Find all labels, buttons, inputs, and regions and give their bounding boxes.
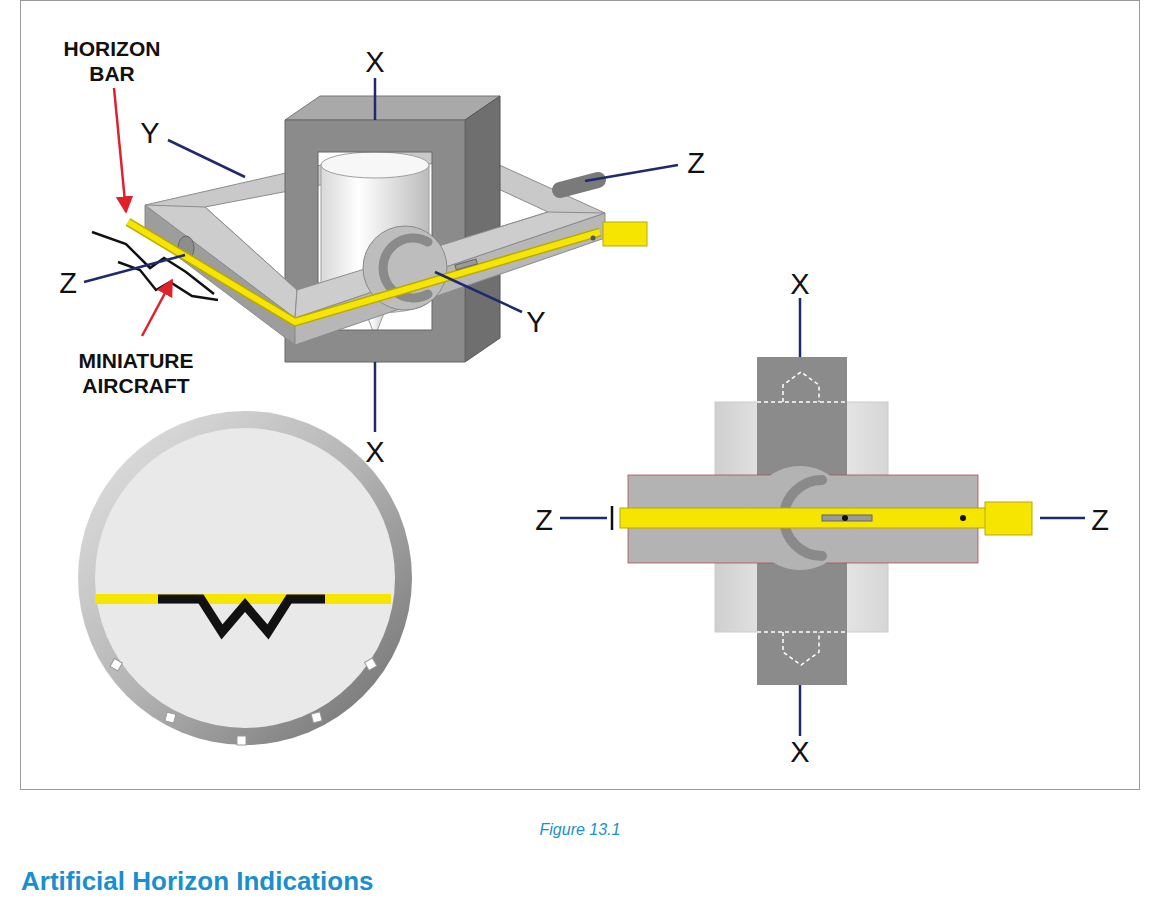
instrument-face — [110, 659, 122, 671]
outer-gimbal-front — [295, 212, 605, 318]
instrument-face — [311, 712, 322, 723]
horizon-bar — [128, 222, 647, 322]
section-heading: Artificial Horizon Indications — [21, 866, 373, 897]
axis-label: Y — [526, 305, 545, 339]
axis-leader-lines — [799, 685, 802, 736]
axis-label: Z — [1091, 503, 1109, 537]
instrument-face — [110, 658, 377, 745]
axis-leader-lines — [374, 78, 377, 120]
miniature-aircraft — [92, 232, 218, 300]
top-view-gimbal — [620, 508, 986, 528]
axis-label: X — [790, 735, 809, 769]
top-view-gimbal — [757, 631, 847, 633]
callout-arrows — [114, 88, 126, 212]
instrument-face — [365, 658, 377, 670]
callout-arrows — [142, 280, 172, 336]
top-view-gimbal — [757, 401, 847, 403]
axis-label: Z — [59, 266, 77, 300]
figure-frame — [21, 1, 1140, 790]
axis-leader-lines — [1040, 517, 1085, 520]
axis-leader-lines — [168, 140, 245, 177]
horizon-bar — [591, 236, 596, 241]
callout-arrows — [114, 88, 172, 336]
instrument-face — [78, 411, 412, 745]
instrument-face — [237, 736, 246, 745]
gyro-rotor — [321, 152, 429, 178]
instrument-face — [78, 411, 412, 745]
axis-leader-lines — [560, 517, 607, 520]
callout-label: HORIZON BAR — [47, 37, 177, 87]
axis-label: X — [365, 435, 384, 469]
figure-caption: Figure 13.1 — [430, 821, 730, 840]
axis-leader-lines — [585, 165, 678, 181]
axis-leader-lines — [84, 78, 1085, 736]
axis-label: X — [365, 45, 384, 79]
horizon-bar — [455, 259, 478, 270]
outer-gimbal-ring — [145, 138, 605, 318]
horizon-bar — [603, 222, 647, 246]
top-view-gimbal — [822, 515, 872, 521]
axis-leader-lines — [799, 298, 802, 357]
axis-label: X — [790, 267, 809, 301]
pivot-pin — [560, 180, 598, 190]
top-view-gimbal — [985, 502, 1032, 535]
instrument-face — [95, 428, 395, 728]
outer-gimbal-ring — [145, 138, 605, 318]
axis-label: Z — [535, 503, 553, 537]
axis-leader-lines — [435, 272, 522, 312]
top-view-gimbal — [620, 357, 1032, 685]
axis-label: Y — [140, 116, 159, 150]
instrument-face — [158, 599, 325, 632]
axis-label: Z — [687, 146, 705, 180]
top-view-gimbal — [783, 632, 819, 665]
outer-gimbal-front — [295, 213, 605, 345]
inner-gimbal — [285, 96, 500, 120]
top-view-gimbal — [783, 372, 819, 402]
callout-label: MINIATURE AIRCRAFT — [56, 349, 216, 399]
instrument-face — [165, 712, 176, 723]
top-view-gimbal — [842, 515, 848, 521]
axis-leader-lines — [374, 362, 377, 432]
axis-leader-lines — [84, 255, 185, 282]
top-view-gimbal — [960, 515, 966, 521]
axis-end-tick — [611, 506, 614, 530]
